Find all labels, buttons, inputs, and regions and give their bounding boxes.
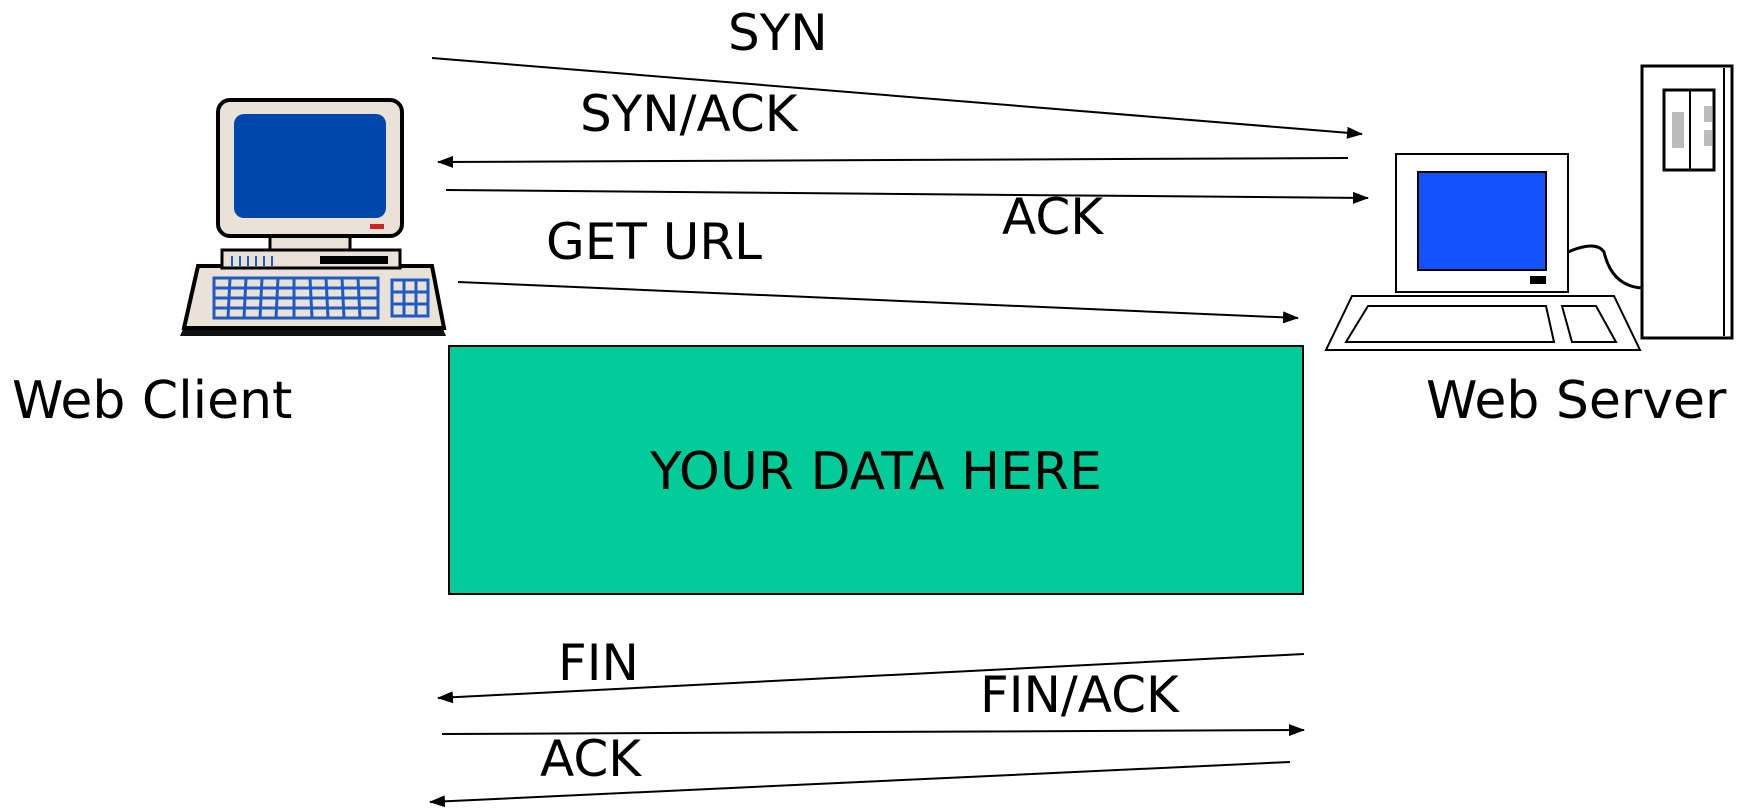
synack-label: SYN/ACK — [580, 85, 799, 143]
web-server-label: Web Server — [1426, 371, 1727, 431]
syn-label: SYN — [728, 4, 828, 62]
finack-arrow — [441, 724, 1305, 737]
data-box-rect — [448, 345, 1304, 595]
server-computer-icon — [1324, 64, 1734, 351]
finack-label: FIN/ACK — [980, 666, 1180, 724]
fin-arrow — [437, 653, 1305, 704]
desktop-computer-icon — [180, 98, 447, 336]
ack1-arrow — [445, 189, 1369, 204]
handshake-messages — [429, 57, 1369, 808]
get-url-label: GET URL — [546, 213, 762, 271]
synack-arrow — [437, 155, 1349, 168]
data-box-label: YOUR DATA HERE — [649, 442, 1102, 502]
syn-arrow — [431, 57, 1363, 139]
ack1-label: ACK — [1002, 188, 1104, 246]
get-arrow — [457, 281, 1299, 324]
data-box: YOUR DATA HERE — [448, 345, 1304, 595]
fin-label: FIN — [558, 634, 639, 692]
web-client-label: Web Client — [12, 371, 292, 431]
message-labels: SYN SYN/ACK ACK GET URL FIN FIN/ACK ACK — [540, 4, 1180, 788]
ack2-arrow — [429, 761, 1291, 808]
ack2-label: ACK — [540, 730, 642, 788]
